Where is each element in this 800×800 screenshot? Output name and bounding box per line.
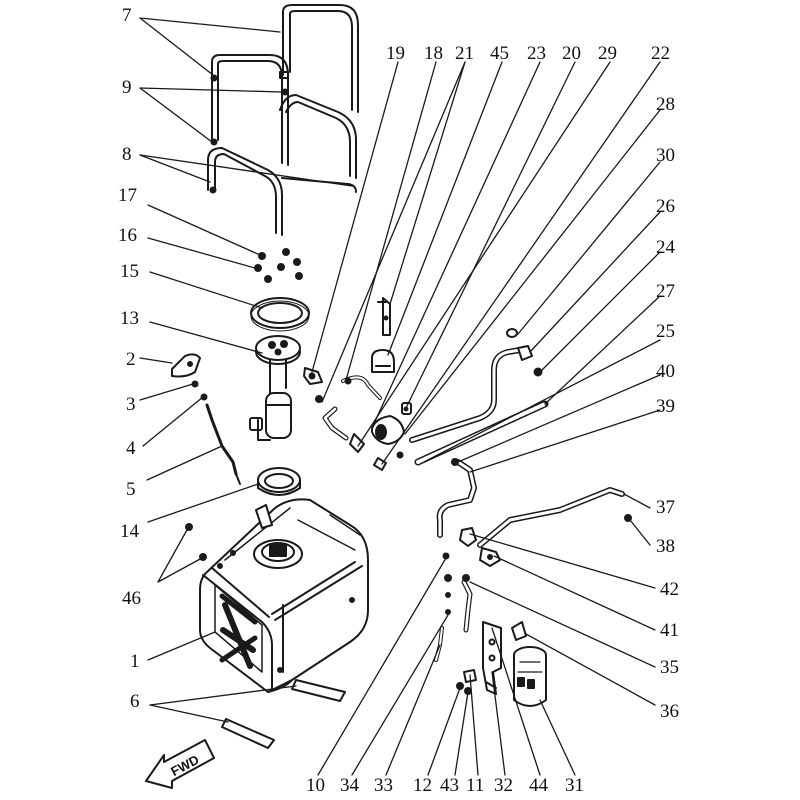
callout-38: 38 (656, 536, 675, 557)
callout-42: 42 (660, 579, 679, 600)
leader-lines (139, 17, 661, 776)
callout-23: 23 (527, 43, 546, 64)
return-line-37 (477, 487, 632, 548)
callout-3: 3 (126, 394, 136, 415)
callout-33: 33 (374, 775, 393, 796)
clamp-42 (459, 527, 477, 547)
callout-40: 40 (656, 361, 675, 382)
callout-39: 39 (656, 396, 675, 417)
callout-14: 14 (120, 521, 139, 542)
callout-6: 6 (130, 691, 140, 712)
callout-15: 15 (120, 261, 139, 282)
fitting-26 (517, 345, 543, 377)
callout-27: 27 (656, 281, 675, 302)
tank-strap-middle (211, 54, 357, 179)
mounting-nuts (254, 248, 303, 283)
callout-26: 26 (656, 196, 675, 217)
screw-and-wire (191, 380, 241, 485)
callout-30: 30 (656, 145, 675, 166)
filter-23 (371, 402, 412, 445)
callout-8: 8 (122, 144, 132, 165)
callout-44: 44 (529, 775, 548, 796)
fitting-41 (479, 547, 501, 567)
callout-4: 4 (126, 438, 136, 459)
callout-16: 16 (118, 225, 137, 246)
nuts-12-43-11 (456, 669, 477, 695)
callout-43: 43 (440, 775, 459, 796)
fwd-arrow-icon (145, 739, 215, 789)
pump-gasket (257, 467, 301, 496)
callout-2: 2 (126, 349, 136, 370)
callout-29: 29 (598, 43, 617, 64)
filter-bracket-44 (482, 621, 502, 695)
hose-35 (461, 574, 473, 633)
hose-18 (315, 395, 349, 441)
callout-20: 20 (562, 43, 581, 64)
callout-21: 21 (455, 43, 474, 64)
vent-valve-19 (303, 367, 323, 385)
bracket-21 (377, 297, 391, 336)
fuel-line-40 (436, 458, 477, 538)
fuel-line-28 (409, 347, 523, 443)
callout-12: 12 (413, 775, 432, 796)
callout-34: 34 (340, 775, 359, 796)
tank-bolts (185, 523, 207, 561)
fuel-filter-31 (511, 621, 547, 707)
callout-31: 31 (565, 775, 584, 796)
connector-22 (349, 433, 404, 471)
callout-24: 24 (656, 237, 675, 258)
callout-18: 18 (424, 43, 443, 64)
tank-strap-lower (207, 147, 357, 236)
fuel-sender-unit (249, 335, 301, 441)
callout-36: 36 (660, 701, 679, 722)
callout-25: 25 (656, 321, 675, 342)
callout-10: 10 (306, 775, 325, 796)
callout-11: 11 (466, 775, 485, 796)
hose-20 (341, 375, 382, 400)
callout-5: 5 (126, 479, 136, 500)
fuel-level-cover (171, 353, 201, 378)
callout-41: 41 (660, 620, 679, 641)
callout-37: 37 (656, 497, 675, 518)
small-parts-10 (442, 552, 452, 615)
callout-17: 17 (118, 185, 137, 206)
lock-ring (250, 297, 310, 332)
hose-clamp-45 (371, 349, 395, 373)
callout-45: 45 (490, 43, 509, 64)
callout-19: 19 (386, 43, 405, 64)
callout-28: 28 (656, 94, 675, 115)
tank-pads (221, 679, 346, 749)
callout-22: 22 (651, 43, 670, 64)
callout-7: 7 (122, 5, 132, 26)
callout-46: 46 (122, 588, 141, 609)
callout-35: 35 (660, 657, 679, 678)
callout-32: 32 (494, 775, 513, 796)
clip-30 (506, 328, 518, 338)
callout-9: 9 (122, 77, 132, 98)
fuel-tank (199, 498, 369, 693)
callout-13: 13 (120, 308, 139, 329)
callout-1: 1 (130, 651, 140, 672)
